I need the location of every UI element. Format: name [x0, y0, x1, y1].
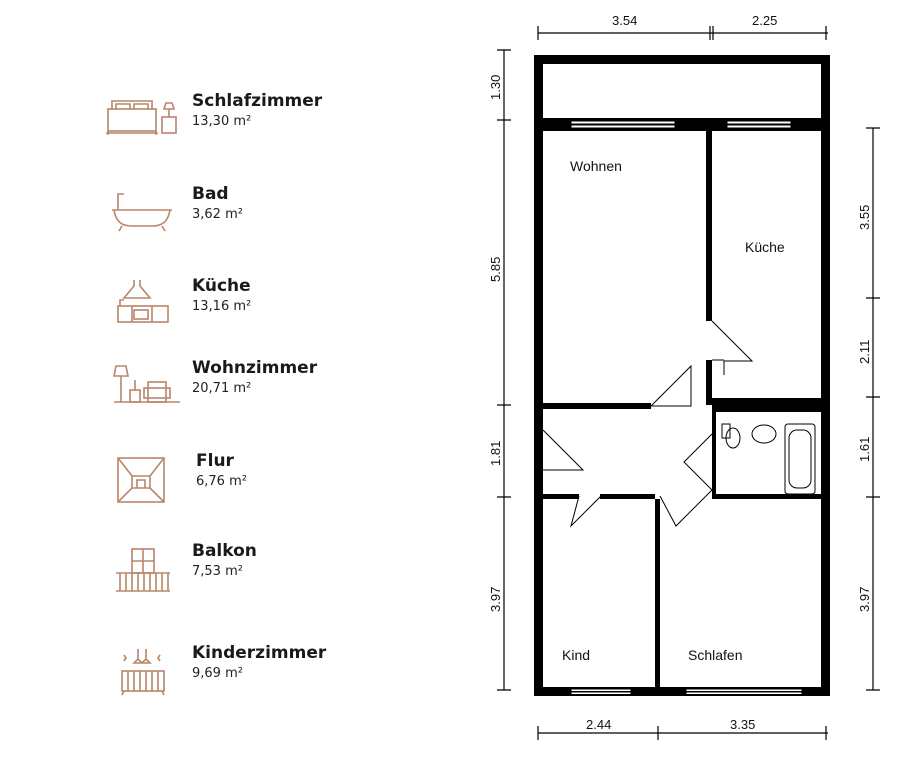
room-area: 20,71 m² — [192, 381, 252, 396]
room-label-kueche: Küche — [745, 239, 785, 255]
room-area: 3,62 m² — [192, 207, 243, 222]
kitchen-icon — [117, 280, 169, 323]
room-area: 7,53 m² — [192, 564, 243, 579]
dim-top-1: 3.54 — [612, 13, 637, 28]
living-room-icon — [113, 365, 180, 403]
hallway-icon — [117, 457, 165, 503]
room-label-wohnen: Wohnen — [570, 158, 622, 174]
bathroom-fixtures — [721, 423, 816, 495]
room-area: 9,69 m² — [192, 666, 243, 681]
room-area: 6,76 m² — [196, 474, 247, 489]
room-label-kind: Kind — [562, 647, 590, 663]
sink-icon — [751, 424, 777, 444]
dim-right-1: 3.55 — [857, 205, 872, 230]
dim-right-3: 1.61 — [857, 437, 872, 462]
dim-right-2: 2.11 — [857, 340, 872, 364]
bed-icon — [106, 100, 177, 135]
dim-left-4: 3.97 — [488, 587, 503, 612]
bathtub-outline — [784, 423, 816, 495]
dim-right-4: 3.97 — [857, 587, 872, 612]
room-name: Schlafzimmer — [192, 91, 323, 111]
room-name: Balkon — [192, 541, 257, 561]
dim-left-2: 5.85 — [488, 257, 503, 282]
room-name: Bad — [192, 184, 229, 204]
dim-top-2: 2.25 — [752, 13, 777, 28]
dim-bottom-1: 2.44 — [586, 717, 611, 732]
legend-item-wohnzimmer: Wohnzimmer 20,71 m² — [100, 358, 400, 412]
room-name: Wohnzimmer — [192, 358, 318, 378]
room-label-schlafen: Schlafen — [688, 647, 742, 663]
legend-item-bad: Bad 3,62 m² — [100, 184, 400, 238]
dimension-lines — [497, 26, 880, 740]
dim-left-1: 1.30 — [488, 75, 503, 100]
dim-left-3: 1.81 — [488, 441, 503, 466]
room-area: 13,16 m² — [192, 299, 252, 314]
room-area: 13,30 m² — [192, 114, 252, 129]
bathtub-icon — [112, 193, 172, 232]
legend-item-flur: Flur 6,76 m² — [100, 451, 400, 505]
dim-bottom-2: 3.35 — [730, 717, 755, 732]
room-name: Kinderzimmer — [192, 643, 327, 663]
legend-item-balkon: Balkon 7,53 m² — [100, 541, 400, 595]
room-name: Küche — [192, 276, 251, 296]
legend-item-kinderzimmer: Kinderzimmer 9,69 m² — [100, 643, 400, 697]
legend-item-kueche: Küche 13,16 m² — [100, 276, 400, 330]
windows — [570, 120, 803, 695]
room-name: Flur — [196, 451, 234, 471]
balcony-icon — [116, 548, 170, 592]
legend-item-schlafzimmer: Schlafzimmer 13,30 m² — [100, 91, 400, 145]
crib-icon — [121, 649, 165, 696]
door-swings — [542, 320, 754, 528]
